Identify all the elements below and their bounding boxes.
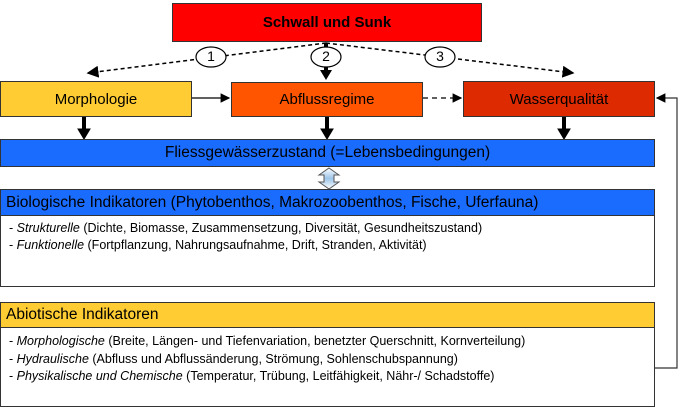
bio-term: Strukturelle: [16, 221, 80, 235]
fliessgewaesserzustand-bar: Fliessgewässerzustand (=Lebensbedingunge…: [0, 139, 655, 167]
abiotic-item: - Morphologische (Breite, Längen- und Ti…: [9, 334, 526, 348]
bio-detail: (Dichte, Biomasse, Zusammensetzung, Dive…: [79, 221, 483, 235]
abiotic-term: Hydraulische: [16, 352, 89, 366]
schwall-sunk-label: Schwall und Sunk: [262, 14, 392, 31]
abiotic-detail: (Breite, Längen- und Tiefenvariation, be…: [104, 334, 526, 348]
abiotic-item: - Hydraulische (Abfluss und Abflussänder…: [9, 352, 458, 366]
abiotic-indicators-panel: Abiotische Indikatoren - Morphologische …: [0, 302, 655, 407]
morphologie-label: Morphologie: [54, 90, 138, 108]
wasserqualitaet-label: Wasserqualität: [509, 90, 609, 108]
abiotic-item: - Physikalische und Chemische (Temperatu…: [9, 369, 495, 383]
double-arrow-icon: [317, 167, 341, 190]
abiotic-term: Morphologische: [16, 334, 105, 348]
abiotic-indicators-header: Abiotische Indikatoren: [0, 302, 655, 328]
marker-3: 3: [436, 48, 444, 64]
marker-1: 1: [207, 48, 215, 64]
marker-circles: [195, 46, 456, 68]
biological-indicators-header: Biologische Indikatoren (Phytobenthos, M…: [0, 189, 655, 216]
abiotic-detail: (Abfluss und Abflussänderung, Strömung, …: [88, 352, 458, 366]
fliessgewaesserzustand-label: Fliessgewässerzustand (=Lebensbedingunge…: [164, 144, 491, 161]
bio-term: Funktionelle: [16, 238, 85, 252]
morphologie-box: Morphologie: [0, 81, 192, 117]
wasserqualitaet-box: Wasserqualität: [463, 81, 655, 117]
bio-detail: (Fortpflanzung, Nahrungsaufnahme, Drift,…: [84, 238, 427, 252]
abiotic-detail: (Temperatur, Trübung, Leitfähigkeit, Näh…: [182, 369, 495, 383]
biological-indicators-panel: Biologische Indikatoren (Phytobenthos, M…: [0, 189, 655, 287]
bio-item: - Strukturelle (Dichte, Biomasse, Zusamm…: [9, 221, 483, 235]
biological-title: Biologische Indikatoren (Phytobenthos, M…: [6, 193, 539, 211]
feedback-arrow: [655, 93, 678, 369]
abflussregime-box: Abflussregime: [231, 82, 423, 117]
schwall-sunk-box: Schwall und Sunk: [172, 3, 482, 42]
bio-item: - Funktionelle (Fortpflanzung, Nahrungsa…: [9, 238, 427, 252]
abiotic-title: Abiotische Indikatoren: [6, 306, 159, 323]
abiotic-term: Physikalische und Chemische: [16, 369, 183, 383]
abflussregime-label: Abflussregime: [279, 91, 375, 108]
thick-arrows-down: [77, 116, 571, 140]
marker-2: 2: [322, 48, 330, 64]
